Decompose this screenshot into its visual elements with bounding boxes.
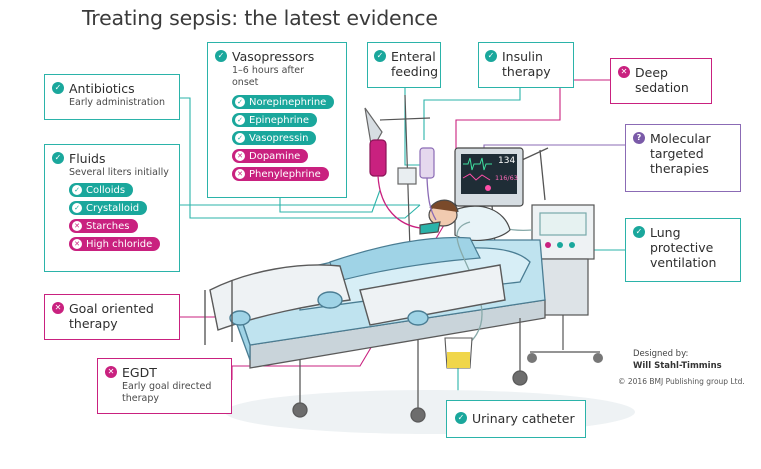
egdt-box: ✕ EGDT Early goal directed therapy — [97, 358, 232, 414]
goal-heading: Goal oriented therapy — [69, 301, 154, 331]
check-icon: ✓ — [52, 152, 64, 164]
bed-frame — [249, 299, 546, 423]
urinary-catheter-box: ✓ Urinary catheter — [446, 400, 586, 438]
insulin-heading: Insulin therapy — [502, 49, 551, 79]
antibiotics-box: ✓ Antibiotics Early administration — [44, 74, 180, 120]
enteral-feeding-box: ✓ Enteral feeding — [367, 42, 441, 88]
lung-heading: Lung protective ventilation — [650, 225, 717, 270]
list-item: ✕Starches — [69, 219, 138, 233]
check-icon: ✓ — [72, 203, 82, 213]
blood-pressure-readout: 116/63 — [495, 174, 518, 182]
designer-credit: Designed by: Will Stahl-Timmins — [633, 349, 722, 371]
patient — [329, 199, 511, 283]
list-item: ✓Colloids — [69, 183, 134, 197]
deep-sedation-box: ✕ Deep sedation — [610, 58, 712, 104]
leader-vasopressors — [279, 189, 381, 213]
ventilator — [469, 204, 603, 363]
list-item: ✓Epinephrine — [232, 113, 317, 127]
patient-monitor: 134 116/63 — [454, 147, 524, 207]
egdt-sub: Early goal directed therapy — [122, 381, 212, 404]
list-item: ✕Phenylephrine — [232, 167, 329, 181]
check-icon: ✓ — [235, 115, 245, 125]
cross-icon: ✕ — [235, 151, 245, 161]
egdt-heading: EGDT — [122, 365, 157, 380]
leader-insulin — [423, 88, 521, 140]
copyright-notice: © 2016 BMJ Publishing group Ltd. — [618, 377, 745, 386]
check-icon: ✓ — [235, 133, 245, 143]
list-item: ✓Norepinephrine — [232, 95, 335, 109]
lung-ventilation-box: ✓ Lung protective ventilation — [625, 218, 741, 282]
insulin-therapy-box: ✓ Insulin therapy — [478, 42, 574, 88]
heart-rate-readout: 134 — [498, 156, 515, 166]
list-item: ✓Vasopressin — [232, 131, 317, 145]
list-item: ✕High chloride — [69, 237, 161, 251]
antibiotics-sub: Early administration — [69, 97, 166, 108]
fluids-sub: Several liters initially — [69, 167, 169, 178]
urine-bag — [444, 337, 473, 369]
cross-icon: ✕ — [105, 366, 117, 378]
check-icon: ✓ — [633, 226, 645, 238]
bed-rails — [204, 264, 506, 345]
list-item: ✓Crystalloid — [69, 201, 148, 215]
iv-pole — [364, 94, 435, 251]
vasopressors-sub: 1–6 hours after onset — [232, 65, 305, 88]
question-icon: ? — [633, 132, 645, 144]
cross-icon: ✕ — [618, 66, 630, 78]
list-item: ✕Dopamine — [232, 149, 309, 163]
check-icon: ✓ — [485, 50, 497, 62]
vasopressors-heading: Vasopressors — [232, 49, 315, 64]
infographic-title: Treating sepsis: the latest evidence — [82, 6, 438, 30]
check-icon: ✓ — [235, 97, 245, 107]
check-icon: ✓ — [72, 185, 82, 195]
fluids-heading: Fluids — [69, 151, 106, 166]
fluids-box: ✓ Fluids Several liters initially ✓Colloi… — [44, 144, 180, 272]
sedation-heading: Deep sedation — [635, 65, 689, 95]
molecular-heading: Molecular targeted therapies — [650, 131, 711, 176]
goal-oriented-therapy-box: ✕ Goal oriented therapy — [44, 294, 180, 340]
cross-icon: ✕ — [72, 239, 82, 249]
vasopressors-box: ✓ Vasopressors 1–6 hours after onset ✓Nor… — [207, 42, 347, 198]
cross-icon: ✕ — [52, 302, 64, 314]
check-icon: ✓ — [374, 50, 386, 62]
vasopressors-list: ✓Norepinephrine ✓Epinephrine ✓Vasopressi… — [232, 95, 339, 181]
leader-antibiotics — [180, 97, 421, 219]
cross-icon: ✕ — [72, 221, 82, 231]
enteral-heading: Enteral feeding — [391, 49, 439, 79]
molecular-therapies-box: ? Molecular targeted therapies — [625, 124, 741, 192]
urinary-heading: Urinary catheter — [472, 411, 575, 426]
check-icon: ✓ — [215, 50, 227, 62]
cross-icon: ✕ — [235, 169, 245, 179]
antibiotics-heading: Antibiotics — [69, 81, 135, 96]
check-icon: ✓ — [52, 82, 64, 94]
check-icon: ✓ — [455, 412, 467, 424]
fluids-list: ✓Colloids ✓Crystalloid ✕Starches ✕High c… — [69, 183, 172, 251]
